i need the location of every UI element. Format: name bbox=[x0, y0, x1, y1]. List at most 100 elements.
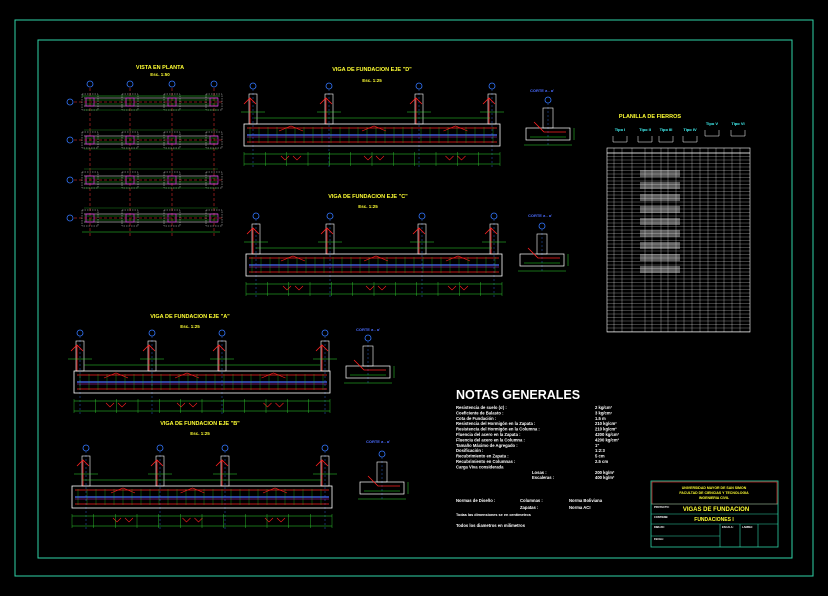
sheet-title: VIGAS DE FUNDACION bbox=[683, 507, 749, 513]
beam-b-elevation bbox=[71, 444, 337, 530]
beam-a-section-label: CORTE a - a' bbox=[356, 327, 380, 332]
beam-column-rebar bbox=[150, 459, 164, 486]
beam-column-rebar bbox=[484, 227, 498, 254]
beam-rebar-mark bbox=[365, 285, 387, 291]
inner-frame bbox=[37, 39, 793, 559]
institution-line-2: FACULTAD DE CIENCIAS Y TECNOLOGIA bbox=[679, 491, 749, 495]
notes-row-label: Resistencia del Hormigón en la Columna : bbox=[456, 427, 540, 432]
beam-column-rebar bbox=[243, 97, 257, 124]
beam-a-title: VIGA DE FUNDACION EJE "A" bbox=[150, 314, 230, 320]
beam-rebar-mark bbox=[176, 402, 198, 408]
notes-row-value: 5 cm bbox=[595, 454, 605, 459]
beam-rebar-mark bbox=[447, 285, 469, 291]
schedule-shape-cells bbox=[640, 218, 680, 225]
plan-column bbox=[125, 97, 135, 107]
plan-view-scale: Esc. 1:50 bbox=[150, 72, 170, 77]
plan-column bbox=[125, 135, 135, 145]
label-escala: ESCALA: bbox=[722, 525, 734, 529]
plan-column bbox=[85, 213, 95, 223]
beam-outline bbox=[73, 370, 331, 394]
beam-rebar-callout bbox=[445, 255, 471, 262]
label-contiene: CONTIENE: bbox=[654, 515, 668, 519]
schedule-type-icon bbox=[612, 136, 628, 143]
section-rebar bbox=[533, 121, 566, 133]
plan-column bbox=[167, 97, 177, 107]
plan-footing bbox=[121, 209, 139, 227]
plan-footing bbox=[81, 209, 99, 227]
label-fecha: FECHA: bbox=[654, 537, 664, 541]
section-rebar bbox=[367, 475, 400, 487]
beam-rebar-callout bbox=[280, 255, 306, 262]
schedule-type-4: Tipo IV bbox=[683, 127, 697, 132]
section-footing bbox=[359, 481, 405, 495]
notes-footnote-1: Todas las dimensiones se en centímetros bbox=[456, 513, 531, 517]
beam-c-section-label: CORTE a - a' bbox=[528, 213, 552, 218]
plan-view-title: VISTA EN PLANTA bbox=[136, 65, 184, 71]
schedule-shape-cells bbox=[640, 182, 680, 189]
beam-column-rebar bbox=[412, 227, 426, 254]
beam-rebar-callout bbox=[110, 487, 136, 494]
beam-column-rebar bbox=[212, 344, 226, 371]
beam-column-rebar bbox=[482, 97, 496, 124]
plan-column bbox=[125, 175, 135, 185]
schedule-type-icon bbox=[637, 136, 653, 143]
notes-row-value: 1:2:3 bbox=[595, 448, 605, 453]
beam-rebar-callout bbox=[278, 125, 304, 132]
beam-d-section bbox=[524, 96, 575, 146]
plan-footing bbox=[121, 131, 139, 149]
beam-c-section bbox=[518, 222, 569, 272]
schedule-shape-cells bbox=[640, 206, 680, 213]
notes-row-label: Tamaño Máximo de Agregado : bbox=[456, 443, 518, 448]
beam-rebar-callout bbox=[443, 125, 468, 132]
plan-column bbox=[85, 175, 95, 185]
notes-row-value: 4200 kg/cm² bbox=[595, 432, 620, 437]
plan-column bbox=[167, 135, 177, 145]
plan-column bbox=[85, 97, 95, 107]
schedule-type-icons bbox=[612, 130, 746, 143]
notes-row-value: 210 kg/cm² bbox=[595, 427, 617, 432]
norm-element-2: Zapatas : bbox=[520, 505, 538, 510]
plan-column bbox=[167, 213, 177, 223]
beam-rebar-callout bbox=[103, 372, 129, 379]
beam-column-rebar bbox=[319, 97, 333, 124]
label-lamina: LAMINA: bbox=[742, 525, 753, 529]
notes-row-label: Resistencia del Hormigón en la Zapata : bbox=[456, 421, 535, 426]
notes-row-label: Recubrimiento en Zapata : bbox=[456, 454, 509, 459]
beam-a-elevation bbox=[68, 329, 337, 415]
plan-axis-bubble bbox=[86, 80, 94, 88]
schedule-table bbox=[606, 147, 751, 333]
beam-b-title: VIGA DE FUNDACION EJE "B" bbox=[160, 421, 240, 427]
schedule-shape-cells bbox=[640, 194, 680, 201]
beam-c-title: VIGA DE FUNDACION EJE "C" bbox=[328, 194, 408, 200]
plan-grid bbox=[66, 80, 223, 238]
notes-row-label: Cota de Fundación : bbox=[456, 416, 496, 421]
beam-rebar-mark bbox=[280, 155, 302, 161]
notes-footnote-2: Todos los diametros en milimetros bbox=[456, 523, 526, 528]
beam-rebar-mark bbox=[112, 517, 134, 523]
section-footing bbox=[525, 127, 571, 141]
beam-rebar-callout bbox=[180, 487, 205, 494]
notes-row-label: Recubrimiento en Columnas : bbox=[456, 459, 515, 464]
notes-title: NOTAS GENERALES bbox=[456, 388, 580, 402]
beam-rebar-mark bbox=[263, 402, 284, 408]
notes-row-label: Resistencia de suelo (σ) : bbox=[456, 405, 507, 410]
beam-outline bbox=[243, 123, 501, 147]
plan-column bbox=[209, 175, 219, 185]
plan-axis-bubble bbox=[66, 98, 74, 106]
notes-row-label: Carga Viva considerada bbox=[456, 464, 504, 469]
beam-b-group: VIGA DE FUNDACION EJE "B" Esc. 1:25 CORT… bbox=[71, 421, 409, 530]
notes-row-value: 210 kg/cm² bbox=[595, 421, 617, 426]
design-norms-label: Normas de Diseño : bbox=[456, 498, 495, 503]
plan-footing bbox=[205, 209, 223, 227]
institution-line-3: INGENIERIA CIVIL bbox=[699, 496, 730, 500]
schedule-type-icon bbox=[730, 130, 746, 137]
beam-outline bbox=[71, 485, 333, 509]
beam-outline bbox=[245, 253, 503, 277]
schedule-frame bbox=[606, 147, 751, 333]
beam-column-rebar bbox=[70, 344, 84, 371]
beam-rebar-mark bbox=[363, 155, 385, 161]
beam-a-section bbox=[344, 334, 395, 384]
plan-column bbox=[125, 213, 135, 223]
beam-d-section-label: CORTE a - a' bbox=[530, 88, 554, 93]
